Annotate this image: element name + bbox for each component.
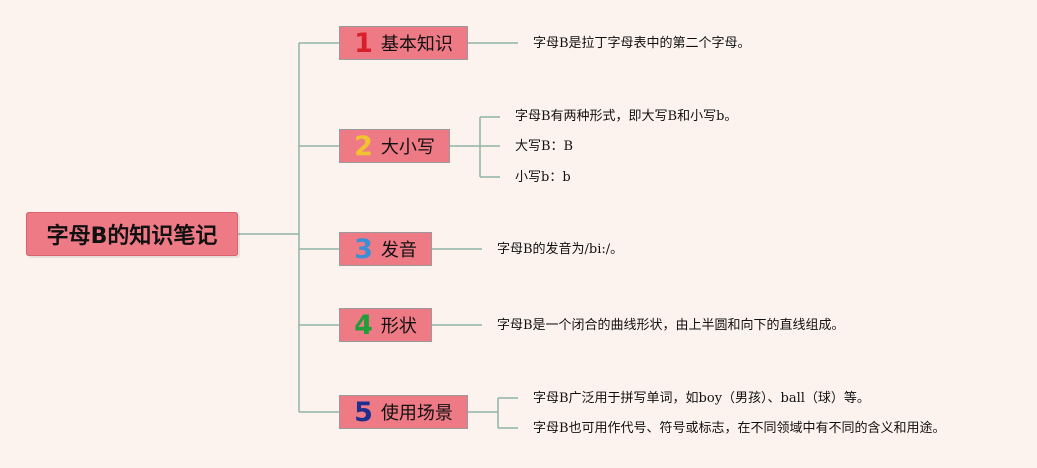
topic-number-3: 3 bbox=[354, 233, 373, 265]
topic-number-5: 5 bbox=[354, 396, 373, 428]
topic-label: 使用场景 bbox=[380, 403, 453, 424]
detail-case-2: 大写B：B bbox=[515, 139, 574, 154]
topic-label: 大小写 bbox=[380, 137, 435, 158]
detail-case-1: 字母B有两种形式，即大写B和小写b。 bbox=[515, 109, 738, 124]
topic-number-4: 4 bbox=[354, 309, 373, 341]
detail-shape-1: 字母B是一个闭合的曲线形状，由上半圆和向下的直线组成。 bbox=[497, 318, 845, 333]
topic-pronunciation[interactable]: 3 发音 bbox=[339, 232, 432, 266]
detail-usage-2: 字母B也可用作代号、符号或标志，在不同领域中有不同的含义和用途。 bbox=[533, 421, 946, 436]
detail-usage-1: 字母B广泛用于拼写单词，如boy（男孩）、ball（球）等。 bbox=[533, 391, 870, 406]
topic-label: 基本知识 bbox=[380, 34, 453, 55]
topic-label: 形状 bbox=[380, 316, 417, 337]
topic-usage[interactable]: 5 使用场景 bbox=[339, 395, 468, 429]
topic-case[interactable]: 2 大小写 bbox=[339, 129, 450, 163]
detail-basic-1: 字母B是拉丁字母表中的第二个字母。 bbox=[533, 36, 751, 51]
root-node[interactable]: 字母B的知识笔记 bbox=[26, 212, 238, 256]
topic-number-1: 1 bbox=[354, 27, 373, 59]
topic-basic-knowledge[interactable]: 1 基本知识 bbox=[339, 26, 468, 60]
topic-number-2: 2 bbox=[354, 130, 373, 162]
topic-shape[interactable]: 4 形状 bbox=[339, 308, 432, 342]
detail-pronunciation-1: 字母B的发音为/bi:/。 bbox=[497, 242, 624, 257]
root-label: 字母B的知识笔记 bbox=[46, 224, 218, 249]
topic-label: 发音 bbox=[380, 240, 417, 261]
detail-case-3: 小写b：b bbox=[515, 170, 571, 185]
